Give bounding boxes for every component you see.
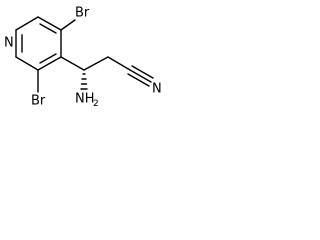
nitrile-triple-bond-3	[127, 73, 150, 87]
bond-c5-c6	[15, 56, 39, 71]
nitrile-triple-bond-1	[129, 69, 152, 83]
amine-subscript-2: 2	[93, 99, 99, 109]
bromine-bottom-label: Br	[31, 94, 46, 109]
bond-c4-c5-inner	[39, 53, 57, 64]
hashed-wedge-bond	[80, 73, 88, 90]
label-bg-pyridine-n	[2, 36, 14, 51]
bond-c4-chiral-c	[60, 56, 85, 71]
atom-labels: N Br Br NH 2 N	[2, 6, 162, 109]
chemical-structure-diagram: N Br Br NH 2 N	[2, 6, 162, 109]
bond-ch2-nitrile-c	[107, 56, 131, 71]
bond-c2-c3	[37, 16, 62, 31]
bond-n1-c2	[15, 16, 39, 31]
nitrile-nitrogen-label: N	[152, 82, 162, 97]
bond-c4-c5	[37, 56, 62, 71]
bond-c2-c3-inner	[39, 23, 57, 34]
pyridine-nitrogen-label: N	[4, 36, 14, 51]
nitrile-triple-bond-2	[131, 65, 154, 79]
pyridine-ring	[15, 16, 62, 71]
bromine-top-label: Br	[75, 6, 90, 21]
amine-nh-label: NH	[75, 92, 95, 107]
substituent-bonds	[37, 19, 154, 93]
bond-chiral-c-ch2	[83, 56, 109, 71]
bond-c3-br-top	[60, 19, 76, 31]
